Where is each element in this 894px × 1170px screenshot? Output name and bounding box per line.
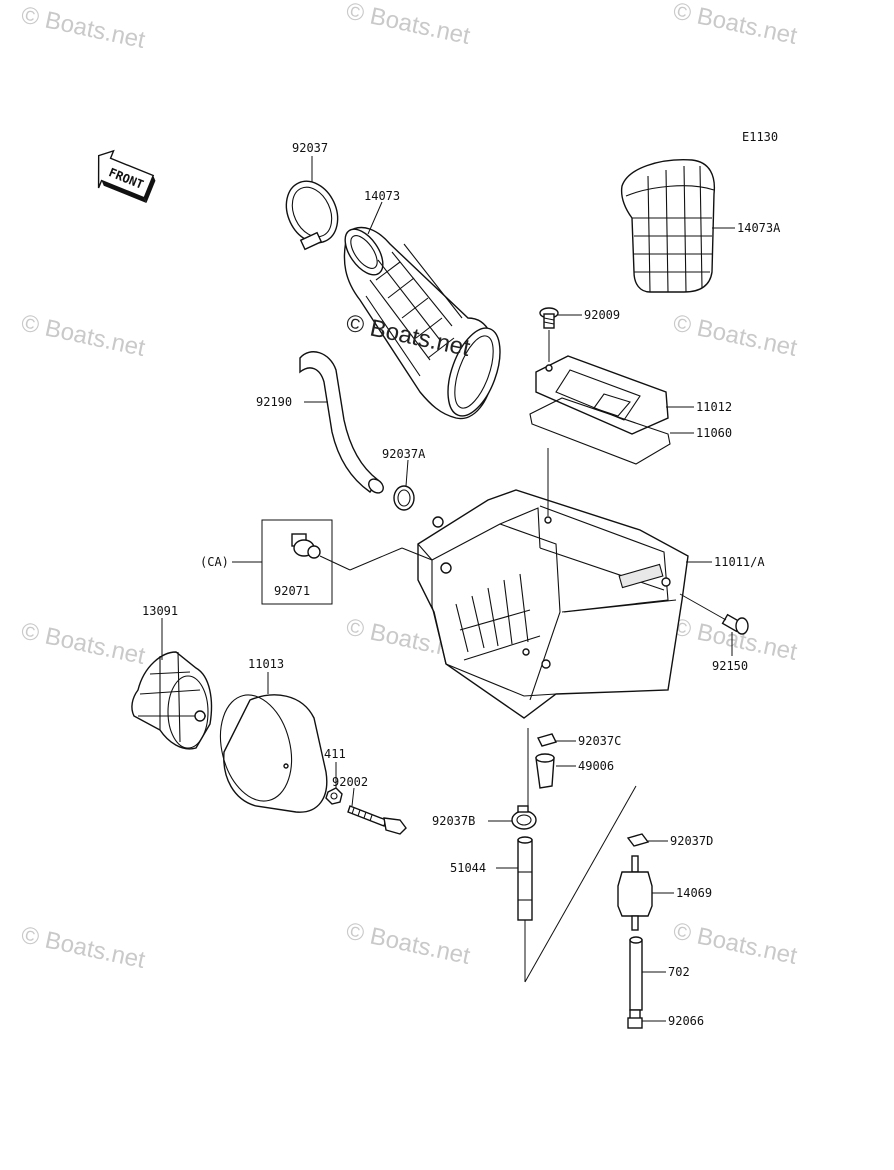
part-label-92002: 92002 — [332, 775, 368, 789]
part-label-92037a: 92037A — [382, 447, 426, 461]
watermark: © Boats.net — [344, 917, 473, 970]
filter-cage-13091 — [131, 651, 213, 750]
watermark: © Boats.net — [671, 0, 800, 50]
part-label-14073a: 14073A — [737, 221, 781, 235]
hose-92190 — [299, 351, 384, 494]
part-label-11013: 11013 — [248, 657, 284, 671]
watermark: © Boats.net — [19, 1, 148, 54]
part-label-92037: 92037 — [292, 141, 328, 155]
part-label-51044: 51044 — [450, 861, 486, 875]
part-label-411: 411 — [324, 747, 346, 761]
stud-bolt-92002 — [347, 805, 407, 835]
part-label-92037c: 92037C — [578, 734, 621, 748]
part-label-49006: 49006 — [578, 759, 614, 773]
air-cleaner-case-11011a — [417, 489, 689, 719]
watermark: © Boats.net — [19, 921, 148, 974]
part-label-14069: 14069 — [676, 886, 712, 900]
part-label-92071: 92071 — [274, 584, 310, 598]
clip-92037d — [626, 833, 650, 847]
watermark: © Boats.net — [344, 0, 473, 50]
part-label-92066: 92066 — [668, 1014, 704, 1028]
part-label-11011a: 11011/A — [714, 555, 765, 569]
clamp-92037a — [393, 485, 415, 511]
hose-702 — [629, 936, 643, 1011]
watermark: © Boats.net — [19, 617, 148, 670]
tube-51044 — [517, 836, 533, 921]
gasket-11060 — [529, 397, 671, 465]
plug-92066 — [627, 1009, 643, 1029]
part-label-92190: 92190 — [256, 395, 292, 409]
clamp-92037 — [285, 180, 339, 251]
clamp-92037b — [511, 805, 537, 830]
part-label-92037d: 92037D — [670, 834, 713, 848]
ca-group-tag: (CA) — [200, 555, 229, 569]
fitting-49006 — [535, 753, 555, 789]
cover-11012 — [535, 355, 669, 435]
part-label-13091: 13091 — [142, 604, 178, 618]
watermark: © Boats.net — [19, 309, 148, 362]
part-label-92037b: 92037B — [432, 814, 475, 828]
part-label-92150: 92150 — [712, 659, 748, 673]
watermark: © Boats.net — [671, 309, 800, 362]
plug-92071 — [291, 533, 321, 559]
diagram-code: E1130 — [742, 130, 778, 144]
alt-bracket-line — [524, 785, 637, 983]
nut-411 — [325, 787, 343, 805]
clip-92037c — [536, 733, 558, 747]
part-label-702: 702 — [668, 965, 690, 979]
part-label-11012: 11012 — [696, 400, 732, 414]
part-label-92009: 92009 — [584, 308, 620, 322]
intake-duct-14073 — [343, 226, 501, 420]
part-label-14073: 14073 — [364, 189, 400, 203]
filter-element-11013 — [219, 694, 328, 813]
separator-14069 — [617, 855, 653, 931]
part-label-11060: 11060 — [696, 426, 732, 440]
watermark: © Boats.net — [671, 917, 800, 970]
bolt-92009 — [539, 307, 559, 329]
intake-duct-14073a — [620, 159, 716, 293]
front-arrow-icon: FRONT — [97, 149, 156, 203]
